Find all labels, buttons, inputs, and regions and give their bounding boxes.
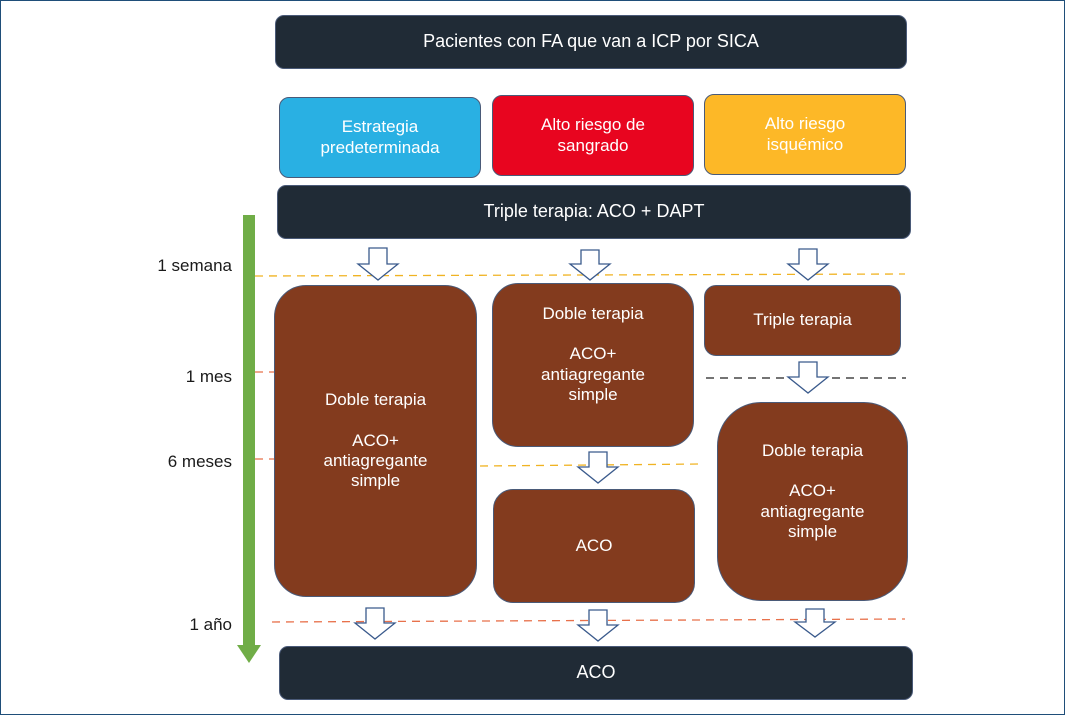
therapy-title: Doble terapia bbox=[761, 441, 864, 460]
down-arrow-icon bbox=[786, 248, 830, 281]
therapy-line: antiagregante bbox=[760, 501, 865, 521]
down-arrow-icon bbox=[568, 249, 612, 281]
dashed-line-1-year bbox=[271, 618, 906, 623]
bleeding-dual-therapy-box: Doble terapia ACO+ antiagregante simple bbox=[492, 283, 694, 447]
final-aco-banner: ACO bbox=[279, 646, 913, 700]
down-arrow-icon bbox=[793, 608, 837, 638]
initial-triple-therapy-banner: Triple terapia: ACO + DAPT bbox=[277, 185, 911, 239]
therapy-title: Triple terapia bbox=[753, 310, 852, 330]
category-label: predeterminada bbox=[320, 137, 440, 157]
therapy-line: antiagregante bbox=[323, 451, 428, 470]
therapy-line: antiagregante bbox=[541, 364, 645, 384]
category-high-bleeding-risk: Alto riesgo de sangrado bbox=[492, 95, 694, 176]
ischemic-triple-therapy-box: Triple terapia bbox=[704, 285, 901, 356]
timeline-label-1-week: 1 semana bbox=[157, 256, 232, 275]
category-label: Alto riesgo bbox=[764, 114, 846, 134]
down-arrow-icon bbox=[576, 609, 620, 642]
timeline-arrow-icon bbox=[237, 215, 261, 663]
category-default-strategy: Estrategia predeterminada bbox=[279, 97, 481, 178]
category-label: sangrado bbox=[557, 135, 629, 155]
category-label: Alto riesgo de bbox=[541, 115, 645, 135]
down-arrow-icon bbox=[353, 607, 397, 640]
dashed-line-1-week bbox=[254, 273, 906, 277]
category-high-ischemic-risk: Alto riesgo isquémico bbox=[704, 94, 906, 175]
patients-header: Pacientes con FA que van a ICP por SICA bbox=[275, 15, 907, 69]
final-aco-label: ACO bbox=[576, 662, 616, 683]
bleeding-aco-box: ACO bbox=[493, 489, 695, 603]
patients-header-label: Pacientes con FA que van a ICP por SICA bbox=[423, 31, 759, 52]
down-arrow-icon bbox=[356, 247, 400, 281]
category-label: isquémico bbox=[766, 134, 844, 154]
therapy-line: ACO+ bbox=[789, 481, 836, 501]
therapy-title: ACO bbox=[575, 535, 613, 555]
initial-triple-therapy-label: Triple terapia: ACO + DAPT bbox=[483, 201, 705, 222]
therapy-line: simple bbox=[787, 522, 838, 542]
default-dual-therapy-box: Doble terapia ACO+ antiagregante simple bbox=[274, 285, 477, 597]
therapy-title: Doble terapia bbox=[542, 304, 644, 323]
down-arrow-icon bbox=[576, 451, 620, 484]
dashed-line-6-months-bleeding bbox=[479, 463, 703, 467]
therapy-title: Doble terapia bbox=[324, 390, 427, 410]
therapy-line: ACO+ bbox=[569, 344, 617, 364]
timeline-label-1-year: 1 año bbox=[189, 615, 232, 634]
category-label: Estrategia bbox=[341, 117, 419, 137]
therapy-line: ACO+ bbox=[352, 430, 399, 450]
ischemic-dual-therapy-box: Doble terapia ACO+ antiagregante simple bbox=[717, 402, 908, 601]
down-arrow-icon bbox=[786, 361, 830, 394]
therapy-line: simple bbox=[350, 471, 401, 491]
therapy-line: simple bbox=[568, 385, 618, 405]
timeline-label-6-months: 6 meses bbox=[167, 452, 232, 471]
timeline-label-1-month: 1 mes bbox=[185, 367, 232, 386]
